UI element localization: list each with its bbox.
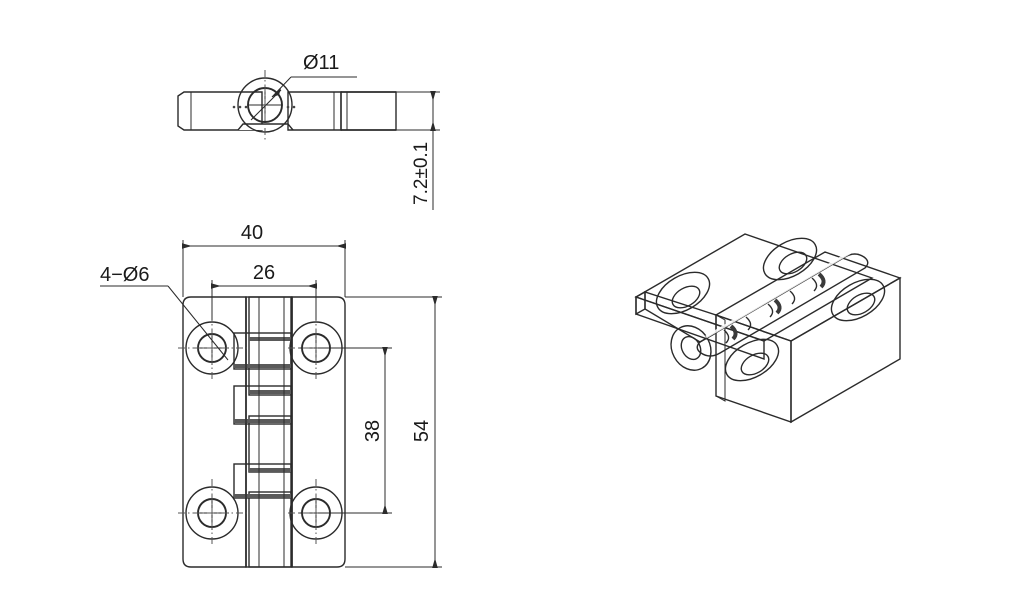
- thickness-dimension: 7.2±0.1: [396, 91, 440, 210]
- iso-knuckle-band: [811, 277, 818, 292]
- iso-view-group: [634, 233, 902, 424]
- top-view-mid-leaf: [287, 91, 342, 131]
- top-view-left-leaf: [177, 91, 294, 131]
- iso-knuckle-band: [767, 303, 774, 318]
- mounting-hole-top-left: [178, 314, 247, 382]
- iso-lug-bore: [680, 335, 702, 361]
- iso-knuckle-seam: [729, 324, 738, 341]
- knuckle-segment: [248, 296, 292, 396]
- holes-callout: 4−Ø6: [100, 264, 229, 361]
- iso-countersink-bore: [846, 292, 876, 316]
- height-dimension-54: 54: [345, 296, 442, 568]
- knuckle-segment: [233, 332, 292, 370]
- knuckle-seam: [234, 419, 291, 423]
- spacing38-label: 38: [362, 420, 384, 442]
- iso-knuckle-barrel: [696, 250, 869, 357]
- mounting-hole-bottom-left: [178, 479, 247, 547]
- iso-countersink-outer: [655, 271, 711, 315]
- mid-leaf-plate: [287, 91, 342, 131]
- iso-hole-back-right: [762, 237, 818, 281]
- width40-label: 40: [241, 222, 263, 244]
- seam-dot: [238, 105, 242, 109]
- knuckle-segments: [233, 296, 293, 568]
- front-view-group: 4−Ø6 40 26 38 54: [100, 222, 442, 568]
- iso-countersink-bore: [778, 251, 808, 275]
- height54-label: 54: [411, 420, 433, 442]
- iso-hole-front-right: [830, 278, 886, 322]
- knuckle-seam: [249, 337, 291, 341]
- top-view-knuckle-boss: [237, 70, 293, 142]
- knuckle-seam: [234, 494, 291, 498]
- knuckle-seam: [249, 468, 291, 472]
- right-leaf-plate: [340, 91, 397, 131]
- iso-countersink-outer: [724, 338, 780, 382]
- top-view-group: Ø11 7.2±0.1: [177, 52, 440, 210]
- dia11-arrowhead: [272, 88, 281, 97]
- iso-lug-end-face: [670, 325, 712, 371]
- iso-countersink-outer: [830, 278, 886, 322]
- dia11-leader-slant: [271, 76, 292, 98]
- iso-right-leaf-corner-chamfer: [715, 314, 726, 402]
- iso-knuckle-band: [723, 329, 730, 344]
- seam-dot: [292, 105, 296, 109]
- iso-countersink-outer: [762, 237, 818, 281]
- dia11-callout: Ø11: [271, 52, 357, 98]
- iso-knuckle-seam: [817, 272, 826, 289]
- width-dimension-40: 40: [182, 222, 346, 297]
- seam-dot: [286, 105, 290, 109]
- spacing26-label: 26: [253, 262, 275, 284]
- knuckle-seam: [249, 390, 291, 394]
- iso-left-leaf-front-edge: [635, 296, 765, 360]
- iso-hole-back-left: [655, 271, 711, 315]
- top-view-right-leaf: [340, 91, 397, 131]
- knuckle-segment: [233, 385, 292, 425]
- front-right-plate: [291, 296, 346, 568]
- knuckle-seam: [234, 364, 291, 368]
- iso-knuckle-seam: [773, 298, 782, 315]
- iso-barrel-highlight: [705, 250, 852, 339]
- iso-countersink-bore: [671, 285, 701, 309]
- holes-callout-label: 4−Ø6: [100, 264, 149, 286]
- spacing-dimension-38: 38: [318, 347, 392, 514]
- iso-countersink-bore: [740, 352, 770, 376]
- iso-knuckle-band: [745, 316, 752, 331]
- thickness-label: 7.2±0.1: [411, 142, 432, 205]
- top-view-seam-dots: [232, 105, 296, 109]
- iso-left-leaf-side-edge: [635, 290, 646, 316]
- knuckle-segment: [248, 491, 292, 568]
- seam-dot: [244, 105, 248, 109]
- iso-right-leaf-top: [714, 251, 902, 342]
- dia11-label: Ø11: [303, 52, 339, 74]
- callout-leader: [167, 285, 229, 361]
- iso-knuckle-band: [789, 290, 796, 305]
- iso-right-leaf-side: [790, 276, 901, 424]
- iso-hole-front-left: [724, 338, 780, 382]
- spacing-dimension-26: 26: [211, 262, 317, 320]
- seam-dot: [232, 105, 236, 109]
- iso-barrel-body: [696, 253, 869, 357]
